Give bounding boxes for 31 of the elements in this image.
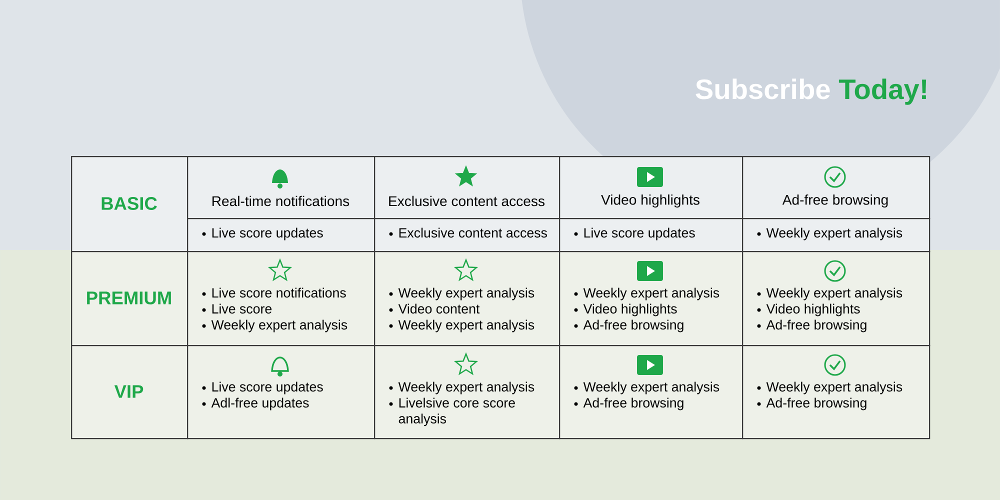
list-item: Live score updates xyxy=(202,382,323,394)
table-cell: BASIC xyxy=(71,156,188,252)
list-item: Weekly expert analysis xyxy=(757,382,902,394)
list-item: Ad-free browsing xyxy=(574,320,684,332)
list-item: Ad-free browsing xyxy=(757,398,866,410)
table-cell: Ad-free browsing xyxy=(742,156,930,220)
list-item: Live score updates xyxy=(574,228,695,240)
table-cell: Real-time notifications xyxy=(187,156,376,220)
list-item: Weekly expert analysis xyxy=(202,320,348,332)
list-item: Weekly expert analysis xyxy=(389,382,534,394)
table-cell: Video highlights xyxy=(559,156,744,220)
list-item: Live score updates xyxy=(202,228,323,240)
list-item: Video content xyxy=(389,304,480,314)
list-item: Ad-free browsing xyxy=(574,398,684,410)
list-item: Livelsive core score analysis xyxy=(389,398,515,426)
list-item: Weekly expert analysis xyxy=(757,228,902,240)
list-item: Weekly expert analysis xyxy=(757,288,902,300)
list-item: Video highlights xyxy=(574,304,677,316)
list-item: Weekly expert analysis xyxy=(389,320,534,332)
list-item: Live score notifications xyxy=(202,288,346,298)
list-item: Weekly expert analysis xyxy=(389,288,534,300)
list-item: Ad-free browsing xyxy=(757,320,866,332)
table-cell: Exclusive content access xyxy=(374,156,560,220)
list-item: Weekly expert analysis xyxy=(574,382,720,394)
list-item: Adl-free updates xyxy=(202,398,309,410)
table-cell: PREMIUM xyxy=(71,251,188,346)
list-item: Exclusive content access xyxy=(389,228,547,238)
table-cell: VIP xyxy=(71,345,188,440)
list-item: Video highlights xyxy=(757,304,860,316)
list-item: Live score xyxy=(202,304,272,314)
list-item: Weekly expert analysis xyxy=(574,288,720,300)
